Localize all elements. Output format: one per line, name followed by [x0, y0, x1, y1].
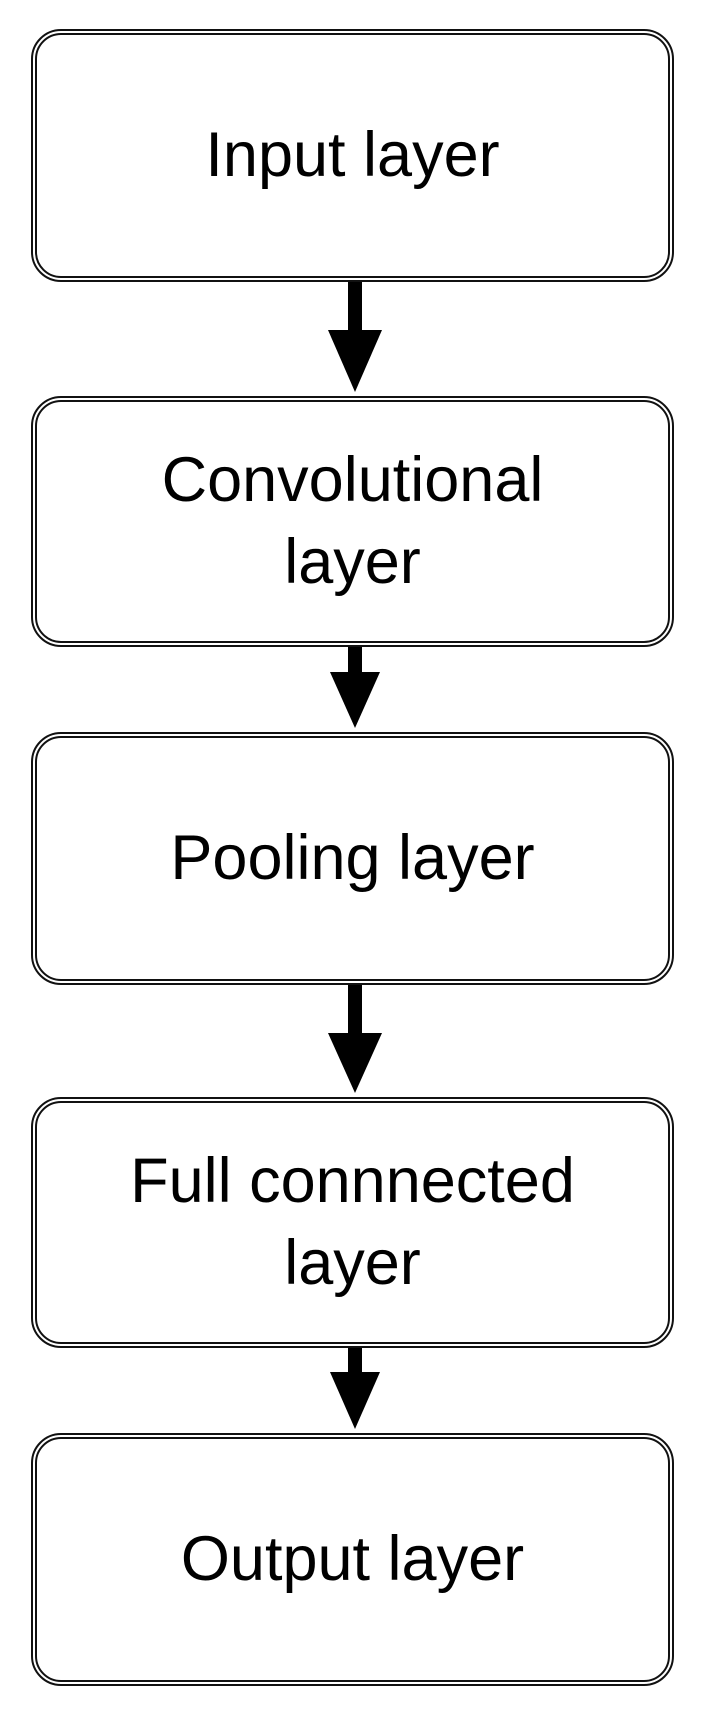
node-convolutional-layer: Convolutional layer	[31, 396, 674, 647]
node-pooling-layer: Pooling layer	[31, 732, 674, 985]
node-convolutional-layer-label: Convolutional layer	[161, 444, 544, 597]
arrow-fc-to-output	[330, 1348, 380, 1429]
node-full-connected-layer: Full connnected layer	[31, 1097, 674, 1348]
node-pooling-layer-label: Pooling layer	[170, 822, 535, 893]
node-output-layer-label: Output layer	[180, 1523, 525, 1594]
arrow-conv-to-pool	[330, 647, 380, 728]
node-input-layer: Input layer	[31, 29, 674, 282]
arrow-pool-to-fc	[328, 985, 382, 1093]
node-input-layer-label: Input layer	[205, 119, 500, 190]
node-output-layer: Output layer	[31, 1433, 674, 1686]
node-full-connected-layer-label: Full connnected layer	[130, 1145, 575, 1298]
arrow-input-to-conv	[328, 282, 382, 392]
